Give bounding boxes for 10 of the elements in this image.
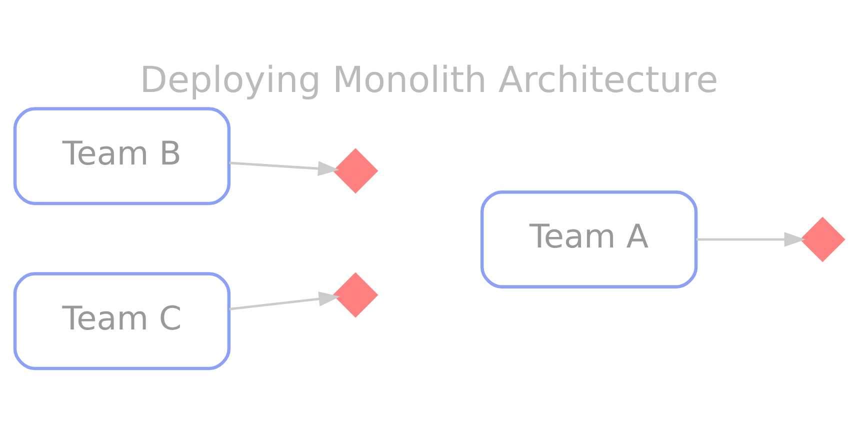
diagram-title: Deploying Monolith Architecture bbox=[140, 60, 718, 101]
arrow bbox=[229, 292, 340, 310]
arrow bbox=[229, 161, 340, 176]
arrow bbox=[696, 232, 806, 247]
node-cross bbox=[332, 272, 378, 318]
node-cross bbox=[800, 216, 846, 262]
node-box: Team B bbox=[13, 107, 231, 206]
node-box: Team A bbox=[480, 190, 698, 288]
node-cross bbox=[332, 148, 378, 194]
node-box: Team C bbox=[13, 272, 231, 370]
